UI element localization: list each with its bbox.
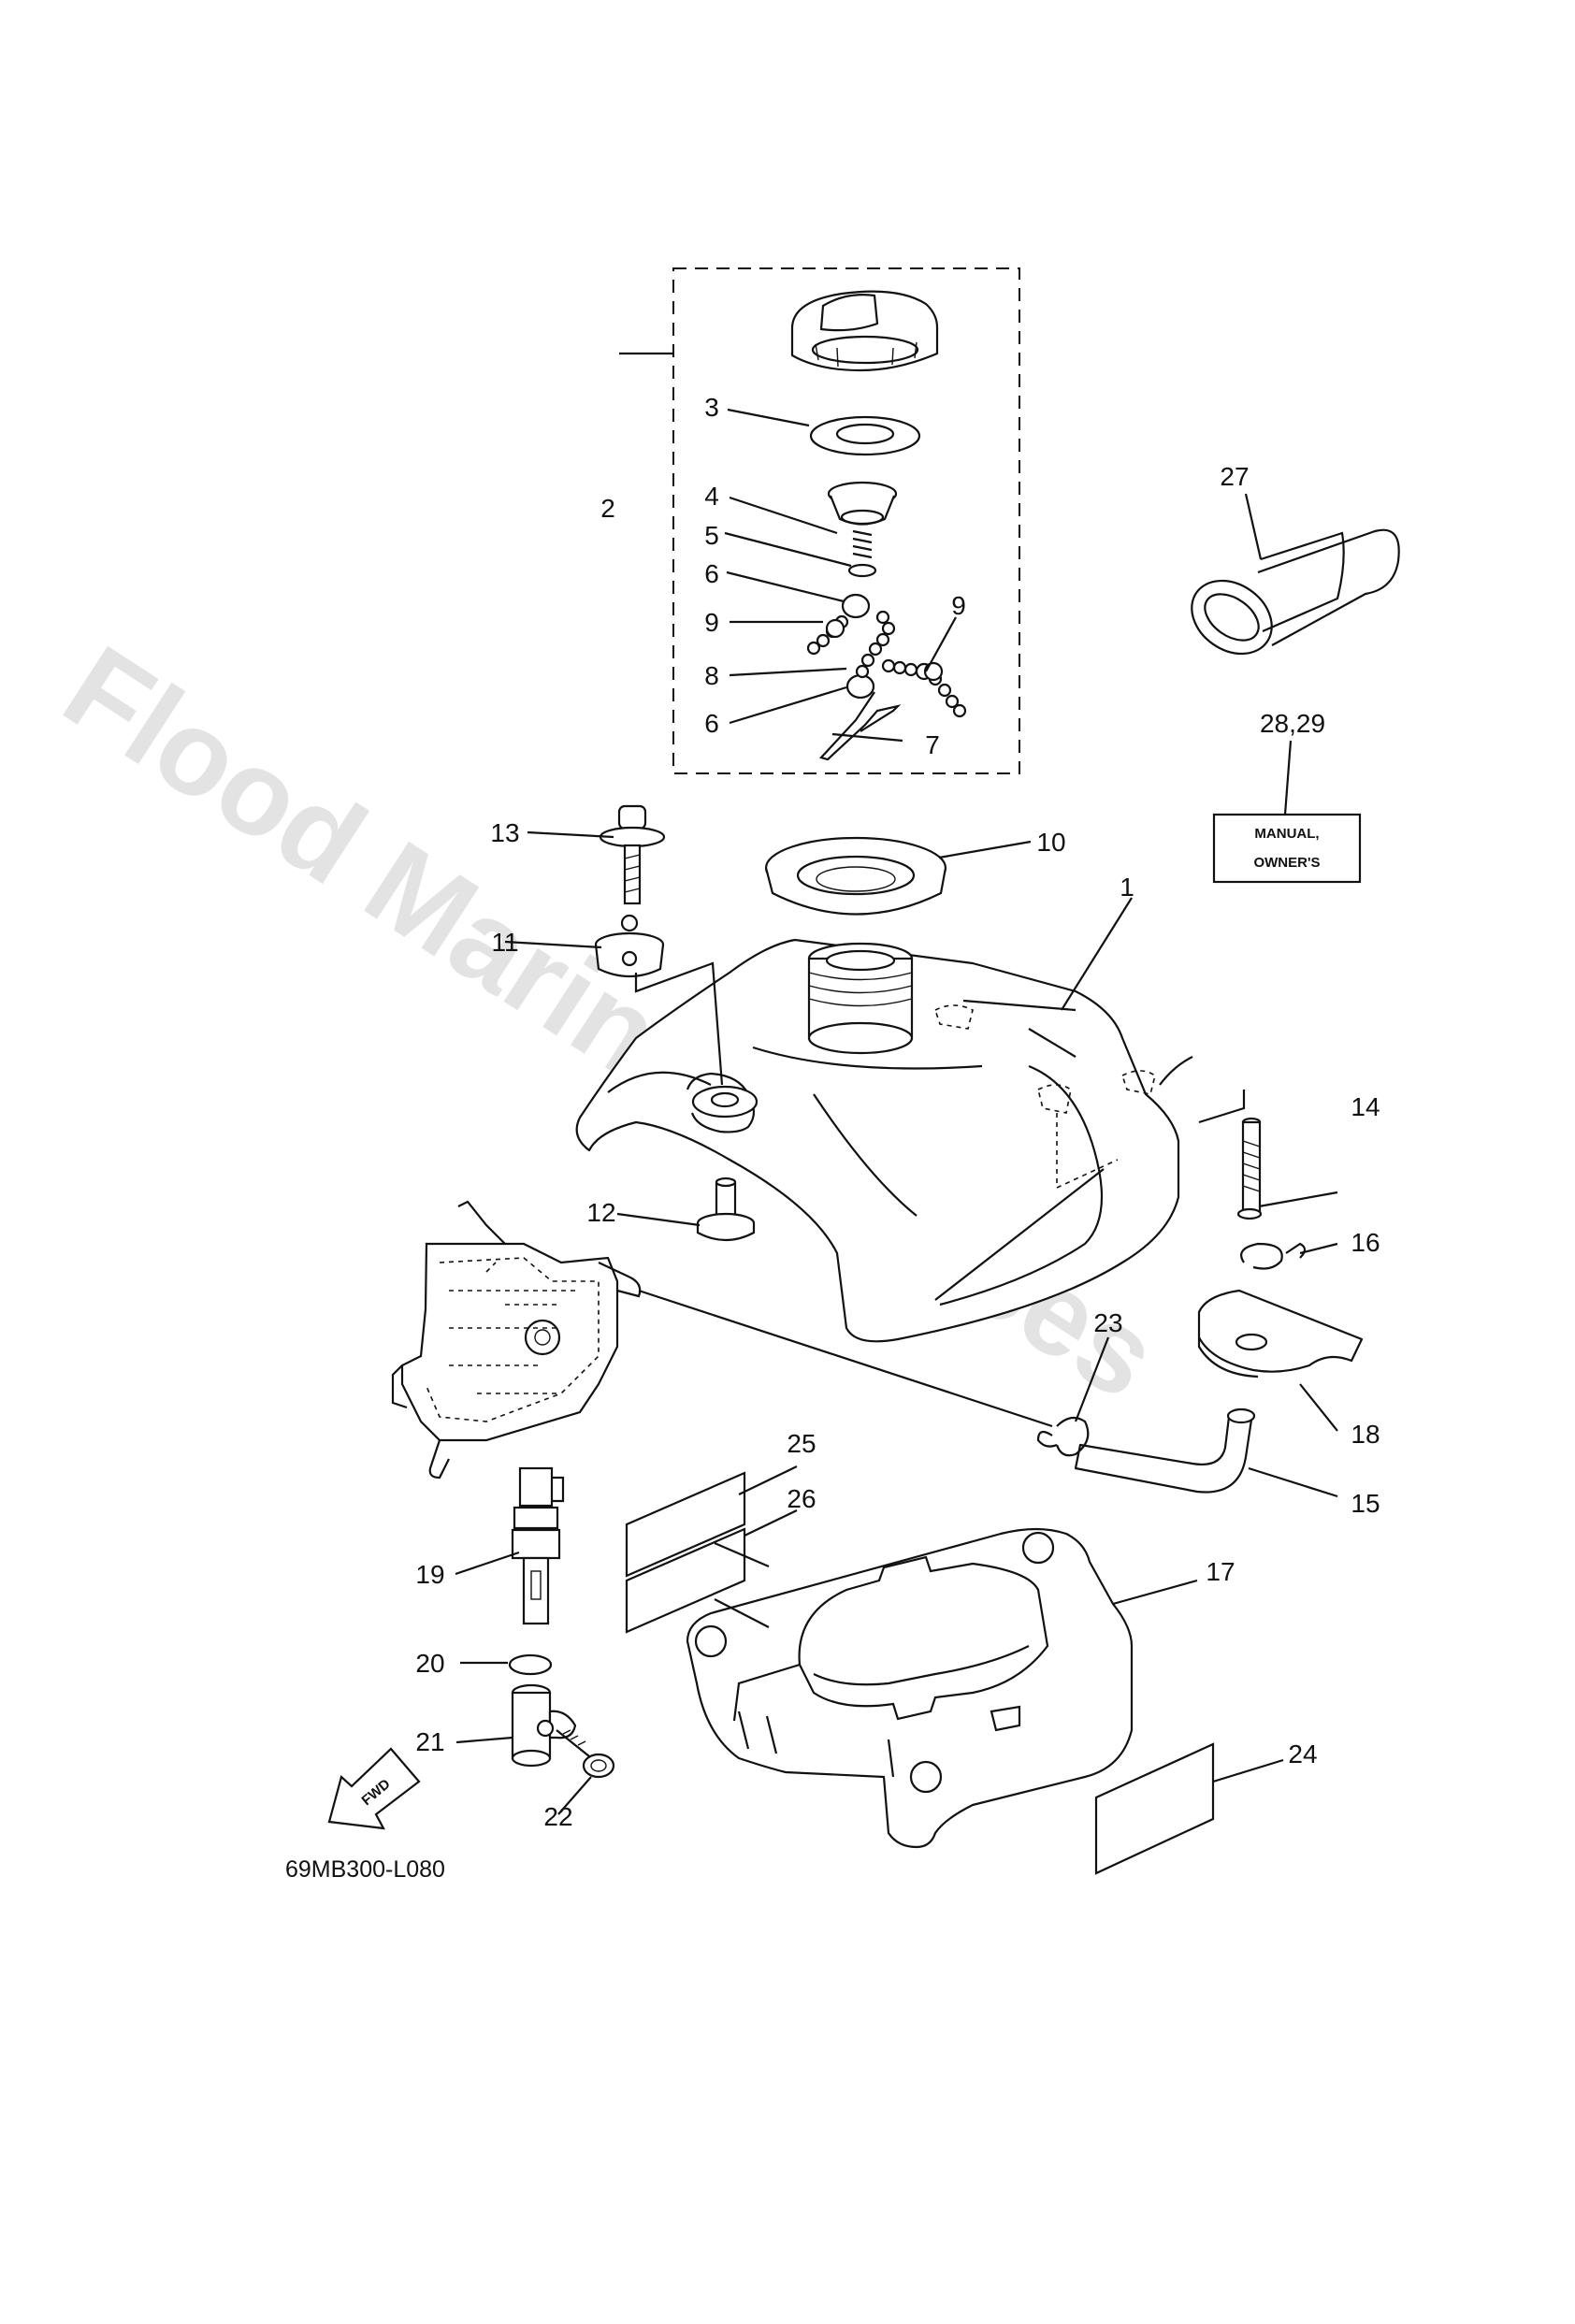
carburetor-part <box>391 1200 642 1480</box>
label-part-9a: 9 <box>704 608 719 637</box>
ring-part <box>845 673 875 700</box>
ring-part <box>841 593 871 619</box>
label-part-8: 8 <box>704 661 719 690</box>
alignment-line <box>634 961 724 1086</box>
label-part-22: 22 <box>543 1802 572 1831</box>
label-sticker-part <box>625 1527 746 1634</box>
label-part-14: 14 <box>1351 1092 1380 1121</box>
bolt-part <box>599 804 666 905</box>
label-part-15: 15 <box>1351 1489 1380 1518</box>
label-part-6b: 6 <box>704 709 719 738</box>
hose-clip-part <box>1240 1242 1307 1270</box>
joint-part <box>511 1683 577 1768</box>
o-ring-part <box>508 1653 553 1676</box>
screw-part <box>556 1729 615 1779</box>
label-part-13: 13 <box>490 818 519 847</box>
label-part-16: 16 <box>1351 1228 1380 1257</box>
label-part-9b: 9 <box>951 591 966 620</box>
diagram-code: 69MB300-L080 <box>285 1856 445 1883</box>
label-part-12: 12 <box>586 1198 615 1227</box>
lower-cover-part <box>686 1527 1134 1849</box>
filter-pin-part <box>1236 1117 1263 1220</box>
label-part-2: 2 <box>600 494 615 523</box>
label-part-26: 26 <box>787 1484 816 1513</box>
label-part-20: 20 <box>415 1649 444 1678</box>
label-part-23: 23 <box>1093 1308 1122 1337</box>
label-part-5: 5 <box>704 521 719 550</box>
label-part-7: 7 <box>925 730 940 759</box>
label-part-18: 18 <box>1351 1420 1380 1449</box>
gasket-part <box>809 415 921 456</box>
label-part-28-29: 28,29 <box>1260 709 1325 738</box>
label-part-21: 21 <box>415 1727 444 1756</box>
fuel-cap-part <box>790 290 939 372</box>
forward-direction-icon: FWD <box>327 1747 421 1830</box>
label-part-4: 4 <box>704 482 719 511</box>
label-part-24: 24 <box>1288 1739 1317 1768</box>
label-part-6a: 6 <box>704 559 719 588</box>
valve-part <box>827 481 898 526</box>
manual-label-line2: OWNER'S <box>1253 855 1320 871</box>
label-part-10: 10 <box>1036 828 1065 857</box>
manual-label-line1: MANUAL, <box>1254 826 1319 842</box>
label-part-3: 3 <box>704 393 719 422</box>
label-part-1: 1 <box>1120 873 1134 902</box>
cap-assembly-box <box>672 267 1020 774</box>
bead-chain-part <box>806 610 967 718</box>
filler-ring-part <box>764 836 947 916</box>
drain-hose-part <box>1191 528 1400 656</box>
clip-part <box>818 691 902 761</box>
label-part-11: 11 <box>491 928 518 957</box>
fuel-line-connector <box>638 1289 1053 1428</box>
label-sticker-part <box>625 1471 746 1578</box>
label-sticker-part <box>1094 1742 1215 1875</box>
fuel-hose-part <box>1074 1407 1256 1494</box>
label-part-25: 25 <box>787 1429 816 1458</box>
bracket-part <box>1197 1289 1364 1379</box>
label-part-19: 19 <box>415 1560 444 1589</box>
fuel-tank-part <box>575 938 1193 1343</box>
leader-lines <box>455 352 1338 1815</box>
grommet-part <box>594 914 665 978</box>
hose-clip-part <box>1036 1416 1090 1457</box>
label-part-17: 17 <box>1206 1557 1235 1586</box>
spring-part <box>847 529 877 578</box>
owners-manual-part <box>1212 813 1362 884</box>
label-part-27: 27 <box>1220 462 1249 491</box>
alignment-line <box>1198 1090 1246 1124</box>
collar-part <box>696 1176 756 1242</box>
fuel-cock-part <box>511 1466 565 1625</box>
